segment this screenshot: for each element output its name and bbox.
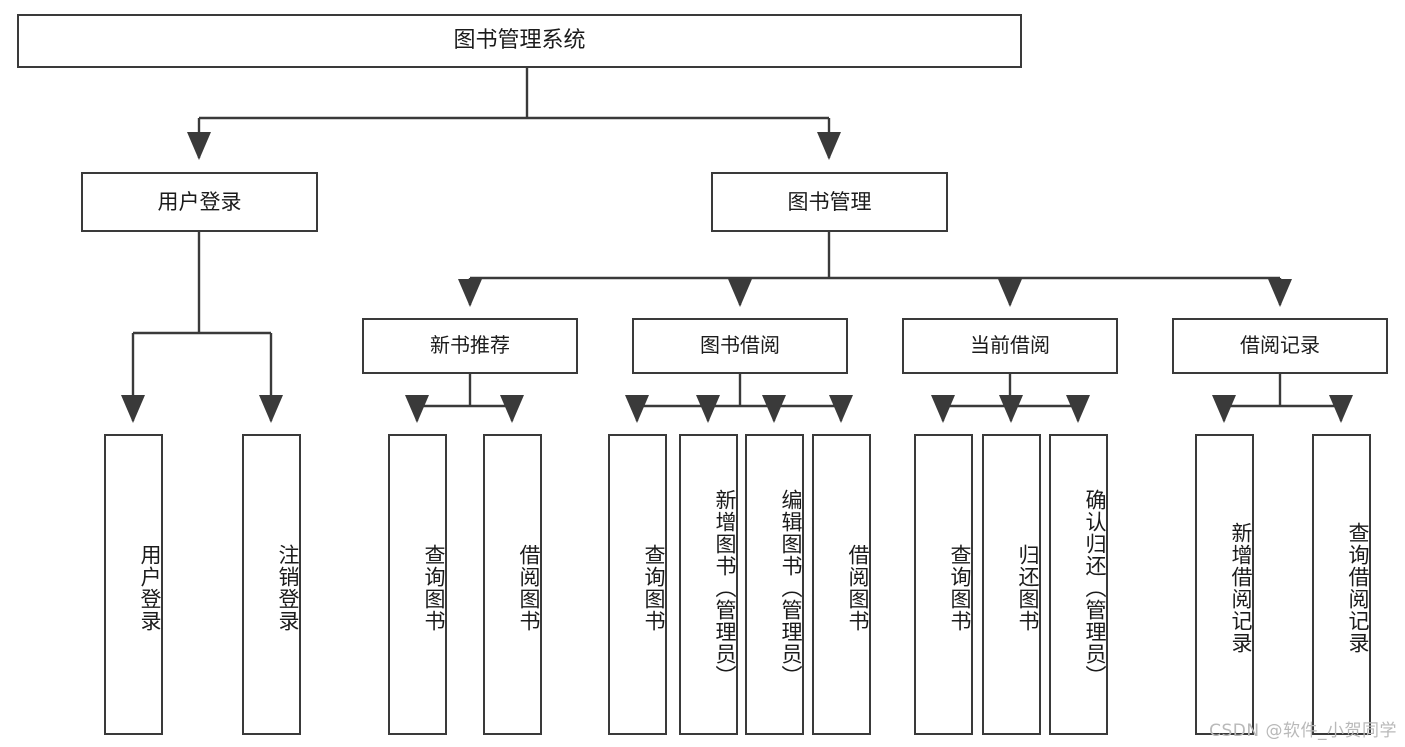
node-label: 借阅图书 [846,543,870,632]
node-current-borrow[interactable]: 当前借阅 [902,318,1118,374]
node-label: 借阅记录 [1240,333,1320,358]
node-label: 查询图书 [948,543,972,632]
leaf-book-borrow-edit[interactable]: 编辑图书（管理员） [745,434,804,735]
node-label: 用户登录 [138,543,162,632]
node-borrow-record[interactable]: 借阅记录 [1172,318,1388,374]
edge-group-borrow-record [1212,374,1353,423]
node-new-book-recommend[interactable]: 新书推荐 [362,318,578,374]
node-book-borrow[interactable]: 图书借阅 [632,318,848,374]
leaf-user-login-signin[interactable]: 用户登录 [104,434,163,735]
node-label: 归还图书 [1016,543,1040,632]
leaf-current-borrow-return[interactable]: 归还图书 [982,434,1041,735]
leaf-book-borrow-add[interactable]: 新增图书（管理员） [679,434,738,735]
leaf-borrow-record-add[interactable]: 新增借阅记录 [1195,434,1254,735]
node-label: 当前借阅 [970,333,1050,358]
edge-group-new-book [405,374,524,423]
node-label: 图书借阅 [700,333,780,358]
node-label: 查询图书 [422,543,446,632]
node-label: 查询图书 [642,543,666,632]
leaf-new-book-query[interactable]: 查询图书 [388,434,447,735]
edge-group-book-manage [458,232,1292,307]
node-user-login[interactable]: 用户登录 [81,172,318,232]
node-label: 借阅图书 [517,543,541,632]
leaf-current-borrow-confirm[interactable]: 确认归还（管理员） [1049,434,1108,735]
leaf-user-login-signout[interactable]: 注销登录 [242,434,301,735]
edge-group-book-borrow [625,374,853,423]
watermark-text: CSDN @软件_小贺同学 [1209,721,1397,741]
leaf-book-borrow-query[interactable]: 查询图书 [608,434,667,735]
node-label: 注销登录 [276,543,300,632]
edge-group-root [187,68,841,160]
node-label: 新增借阅记录 [1229,521,1253,654]
edge-group-current-borrow [931,374,1090,423]
node-label: 确认归还（管理员） [1083,488,1107,687]
node-label: 新书推荐 [430,333,510,358]
node-label: 图书管理系统 [453,28,586,54]
leaf-new-book-borrow[interactable]: 借阅图书 [483,434,542,735]
node-label: 图书管理 [787,189,872,214]
leaf-book-borrow-lend[interactable]: 借阅图书 [812,434,871,735]
edge-group-user-login [121,232,283,423]
node-book-management[interactable]: 图书管理 [711,172,948,232]
node-label: 编辑图书（管理员） [779,488,803,687]
node-label: 新增图书（管理员） [713,488,737,687]
leaf-current-borrow-query[interactable]: 查询图书 [914,434,973,735]
leaf-borrow-record-query[interactable]: 查询借阅记录 [1312,434,1371,735]
node-root-system[interactable]: 图书管理系统 [17,14,1022,68]
node-label: 查询借阅记录 [1346,521,1370,654]
node-label: 用户登录 [157,189,242,214]
